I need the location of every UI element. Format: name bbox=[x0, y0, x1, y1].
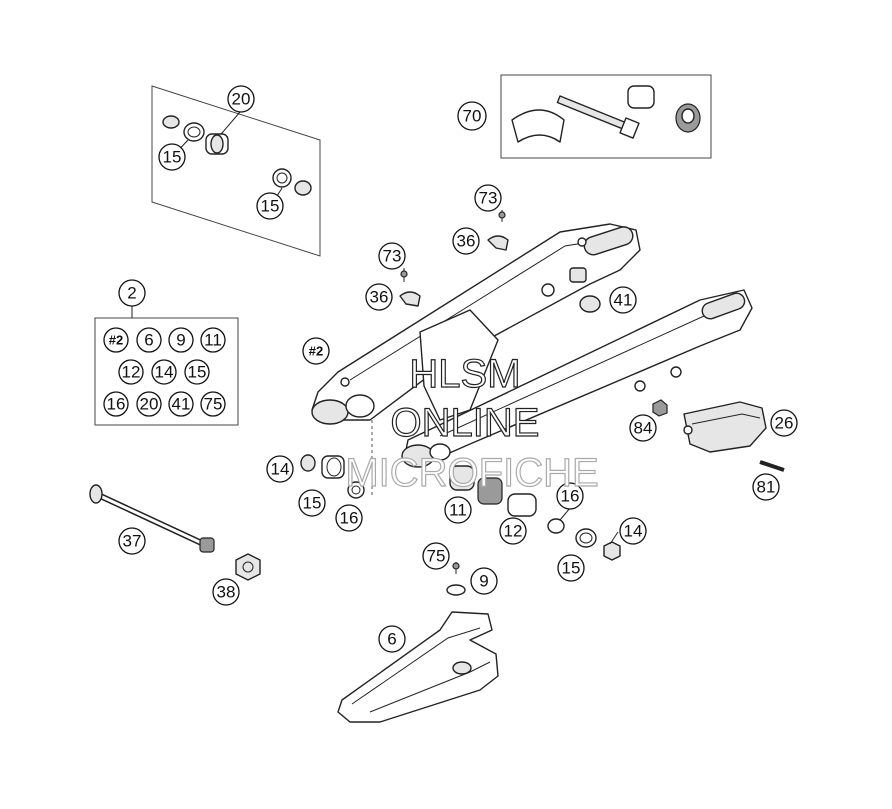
svg-text:9: 9 bbox=[479, 572, 488, 591]
callout-14-a: 14 bbox=[266, 455, 294, 483]
svg-text:15: 15 bbox=[562, 559, 581, 578]
svg-text:16: 16 bbox=[340, 509, 359, 528]
svg-text:11: 11 bbox=[449, 501, 467, 520]
svg-text:15: 15 bbox=[303, 494, 322, 513]
chain-guide-26 bbox=[652, 399, 785, 472]
svg-text:16: 16 bbox=[107, 395, 126, 414]
svg-text:12: 12 bbox=[122, 363, 141, 382]
svg-text:38: 38 bbox=[217, 583, 236, 602]
callout-36-a: 36 bbox=[452, 227, 480, 255]
svg-text:6: 6 bbox=[387, 630, 396, 649]
svg-text:6: 6 bbox=[144, 331, 153, 350]
screw-75-washer-9 bbox=[446, 562, 466, 596]
callout-26: 26 bbox=[770, 409, 798, 437]
svg-text:41: 41 bbox=[172, 395, 191, 414]
svg-text:70: 70 bbox=[463, 107, 482, 126]
callout-15-c: 15 bbox=[298, 489, 326, 517]
svg-text:73: 73 bbox=[479, 189, 498, 208]
tool-kit-70-box bbox=[500, 74, 712, 159]
svg-text:15: 15 bbox=[188, 363, 207, 382]
svg-text:37: 37 bbox=[123, 532, 142, 551]
svg-text:12: 12 bbox=[504, 522, 523, 541]
callout-75: 75 bbox=[422, 542, 450, 570]
svg-text:20: 20 bbox=[232, 90, 251, 109]
callout-11: 11 bbox=[444, 496, 472, 524]
svg-text:2: 2 bbox=[127, 284, 136, 303]
callout-14-b: 14 bbox=[619, 517, 647, 545]
callout-15-a: 15 bbox=[158, 143, 186, 171]
pivot-right-parts bbox=[449, 465, 621, 561]
callout-12: 12 bbox=[499, 517, 527, 545]
clips-and-screws bbox=[399, 210, 601, 313]
svg-text:14: 14 bbox=[624, 522, 643, 541]
callout-41: 41 bbox=[609, 286, 637, 314]
callout-73-b: 73 bbox=[378, 242, 406, 270]
swingarm bbox=[311, 223, 753, 498]
callout-2-swingarm: #2 bbox=[302, 337, 330, 365]
callout-70: 70 bbox=[457, 101, 487, 131]
svg-text:20: 20 bbox=[140, 395, 159, 414]
svg-text:36: 36 bbox=[370, 288, 389, 307]
watermark-line-3: MICROFICHE bbox=[345, 451, 598, 495]
svg-text:73: 73 bbox=[383, 247, 402, 266]
kit-item-75: 75 bbox=[200, 391, 226, 417]
callout-9: 9 bbox=[470, 567, 498, 595]
svg-text:36: 36 bbox=[457, 232, 476, 251]
kit-2-contents-box bbox=[94, 305, 239, 426]
kit-item-14: 14 bbox=[151, 359, 177, 385]
svg-text:26: 26 bbox=[775, 414, 794, 433]
callout-15-d: 15 bbox=[557, 554, 585, 582]
svg-text:81: 81 bbox=[757, 478, 776, 497]
callout-16-b: 16 bbox=[556, 482, 584, 510]
callout-6: 6 bbox=[378, 625, 406, 653]
kit-item-20: 20 bbox=[136, 391, 162, 417]
svg-text:16: 16 bbox=[561, 487, 580, 506]
svg-text:41: 41 bbox=[614, 291, 633, 310]
kit-item-9: 9 bbox=[168, 327, 194, 353]
callout-16-a: 16 bbox=[335, 504, 363, 532]
kit-item-15: 15 bbox=[184, 359, 210, 385]
callout-37: 37 bbox=[118, 527, 146, 555]
kit-item-11: 11 bbox=[200, 327, 226, 353]
svg-text:15: 15 bbox=[261, 197, 280, 216]
svg-text:14: 14 bbox=[155, 363, 174, 382]
pivot-shaft-37 bbox=[89, 484, 261, 581]
kit-item-6: 6 bbox=[136, 327, 162, 353]
svg-text:14: 14 bbox=[271, 460, 290, 479]
watermark-line-1: HLSM bbox=[409, 352, 520, 396]
watermark: HLSM ONLINE MICROFICHE bbox=[345, 351, 600, 495]
svg-text:#2: #2 bbox=[109, 333, 123, 348]
kit-item-12: 12 bbox=[118, 359, 144, 385]
callout-36-b: 36 bbox=[365, 283, 393, 311]
kit-item-2: #2 bbox=[103, 327, 129, 353]
svg-text:9: 9 bbox=[176, 331, 185, 350]
callout-2: 2 bbox=[118, 279, 146, 307]
svg-text:11: 11 bbox=[204, 331, 222, 350]
callout-38: 38 bbox=[212, 578, 240, 606]
callout-73-a: 73 bbox=[474, 184, 502, 212]
callout-81: 81 bbox=[752, 473, 780, 501]
pivot-left-parts bbox=[300, 454, 365, 499]
svg-text:84: 84 bbox=[634, 419, 653, 438]
kit-item-41: 41 bbox=[168, 391, 194, 417]
callout-20: 20 bbox=[227, 85, 255, 113]
callout-84: 84 bbox=[629, 414, 657, 442]
svg-text:75: 75 bbox=[427, 547, 446, 566]
svg-text:15: 15 bbox=[163, 148, 182, 167]
svg-text:75: 75 bbox=[204, 395, 223, 414]
callout-15-b: 15 bbox=[256, 192, 284, 220]
kit-item-16: 16 bbox=[103, 391, 129, 417]
watermark-line-2: ONLINE bbox=[391, 401, 540, 445]
chain-slider-6 bbox=[337, 611, 499, 723]
svg-text:#2: #2 bbox=[309, 344, 323, 359]
